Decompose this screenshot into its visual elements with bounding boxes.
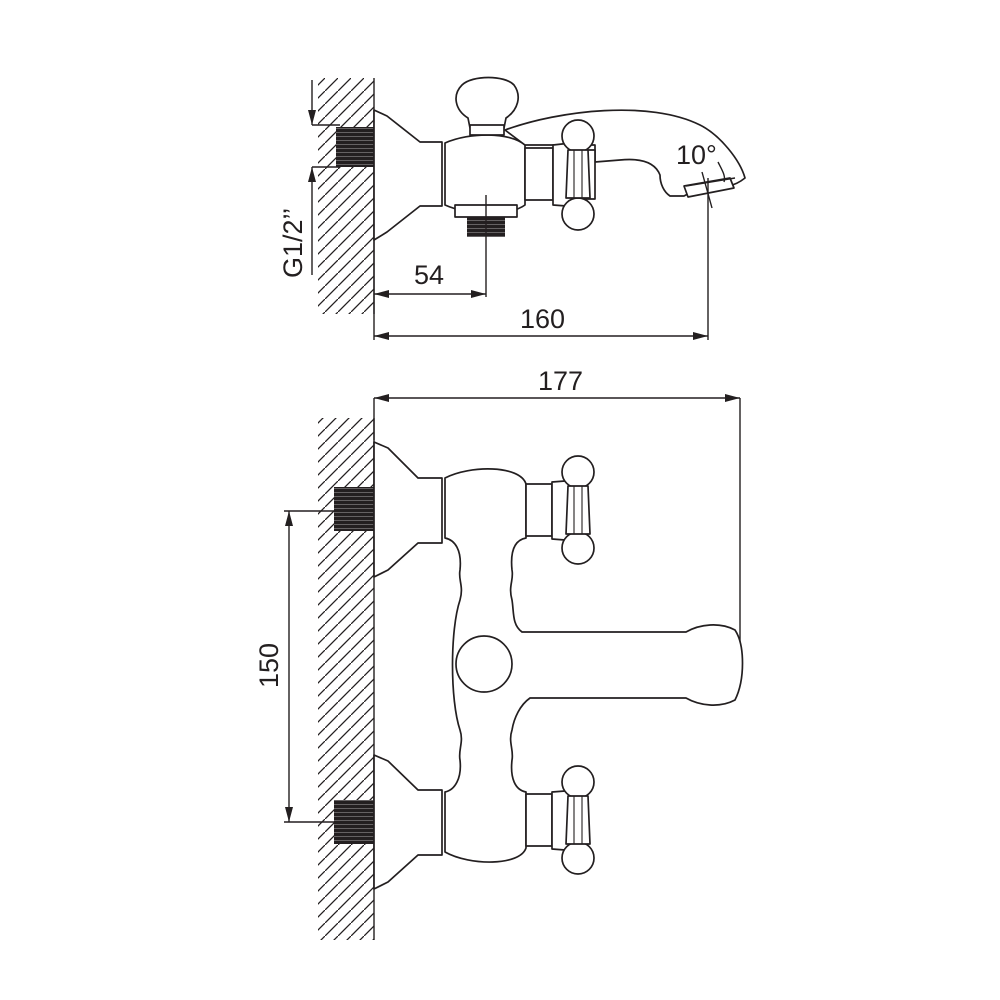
outlet-offset-label: 54 (414, 260, 444, 290)
handle-cross-lower (565, 795, 591, 845)
side-view: G1/2’’ 54 160 10° (278, 76, 746, 340)
handle-lobe-upper-top (561, 119, 595, 153)
handle-lobe-lower-b (561, 841, 595, 875)
overall-length-label: 177 (538, 366, 583, 396)
escutcheon-top (373, 109, 443, 241)
inlet-thread-upper (334, 487, 374, 531)
escutcheon-lower (373, 754, 443, 890)
mixer-body (444, 468, 744, 863)
valve-body-top (444, 134, 526, 215)
handle-cross-upper (565, 485, 591, 535)
spout-angle-label: 10° (676, 140, 717, 170)
handle-nut-lower (525, 793, 553, 847)
inlet-spacing-label: 150 (254, 643, 284, 688)
thread-size-label: G1/2’’ (278, 208, 308, 278)
handle-cross-top (565, 149, 591, 199)
inlet-thread-top (336, 127, 374, 167)
handle-lobe-lower-top (561, 197, 595, 231)
front-view: 177 150 (254, 366, 744, 940)
handle-lobe-upper-a (561, 455, 595, 489)
inlet-thread-lower (334, 800, 374, 844)
diverter-knob-front (455, 635, 513, 693)
handle-lobe-lower-a (561, 765, 595, 799)
handle-lobe-upper-b (561, 531, 595, 565)
handle-nut-top (524, 147, 554, 201)
diverter-knob-top (455, 76, 519, 129)
handle-nut-upper (525, 483, 553, 537)
diverter-stem-top (469, 124, 505, 136)
spout-projection-label: 160 (520, 304, 565, 334)
escutcheon-upper (373, 441, 443, 578)
wall-hatch-top (318, 78, 374, 314)
